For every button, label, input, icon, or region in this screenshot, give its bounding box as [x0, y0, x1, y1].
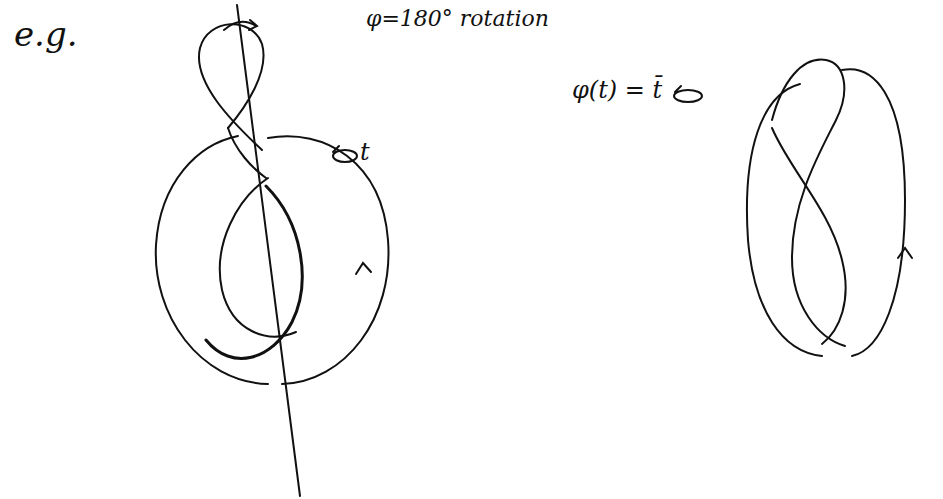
meridian-loop [333, 150, 357, 162]
knot-strand [268, 136, 388, 384]
knot-strand [772, 128, 846, 344]
meridian-arrowhead [333, 146, 339, 152]
example-note: e.g. [14, 14, 78, 54]
knot-strand [199, 24, 264, 150]
meridian-loop [674, 90, 702, 102]
knot-strand [220, 178, 296, 336]
rotation-axis [237, 5, 300, 496]
knot-strand [228, 128, 266, 178]
knot-strand [206, 186, 302, 358]
knot-strand [772, 60, 845, 346]
orientation-arrow [898, 248, 912, 258]
image-label: φ(t) = t̄ [572, 76, 662, 104]
meridian-arrowhead [675, 86, 681, 92]
knot-strand [747, 84, 822, 356]
knot-strand [842, 69, 905, 356]
orientation-arrow [356, 263, 371, 274]
map-caption: φ=180° rotation [366, 6, 549, 31]
meridian-label: t [360, 138, 370, 166]
